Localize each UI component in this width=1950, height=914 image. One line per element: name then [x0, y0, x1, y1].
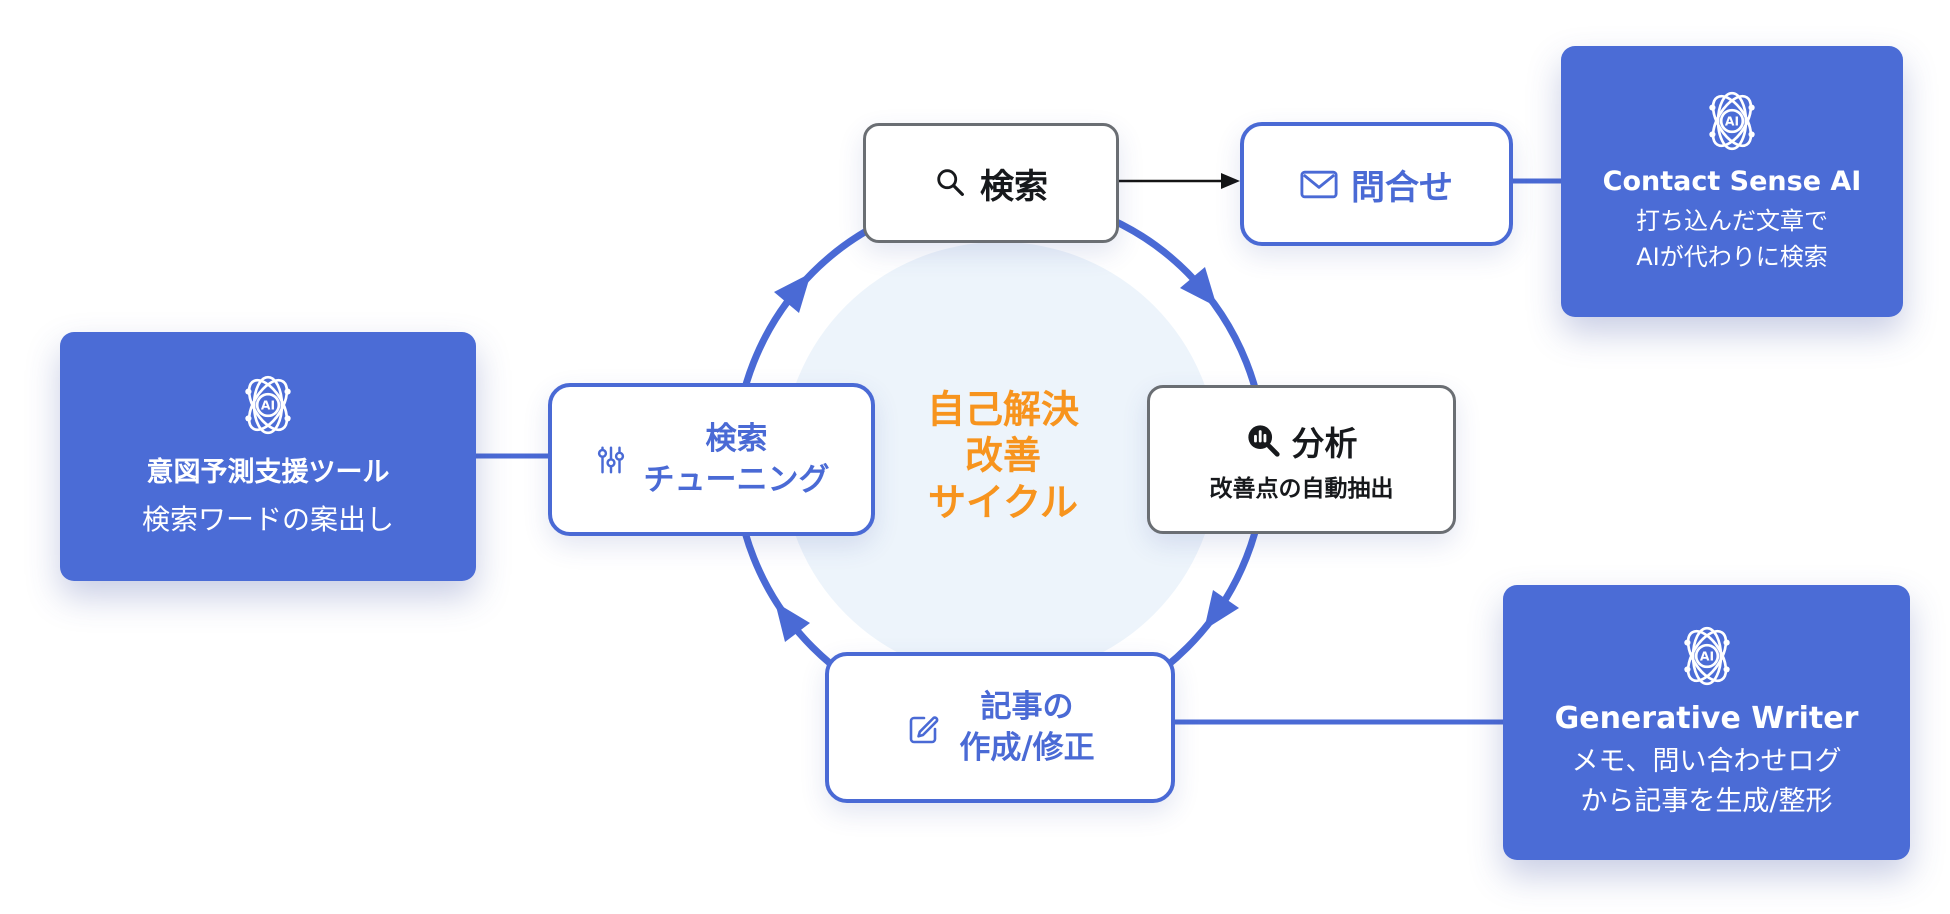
cycle-title-line: サイクル [927, 480, 1079, 525]
cycle-arrow-bottom-left-icon [775, 602, 810, 642]
contact-card-title: Contact Sense AI [1602, 166, 1862, 197]
search-icon [937, 169, 964, 196]
step-article-label-line: 作成/修正 [959, 729, 1095, 766]
step-search-label: 検索 [980, 166, 1048, 207]
edit-icon [910, 715, 939, 743]
step-inquiry-node: 問合せ [1240, 122, 1513, 246]
sliders-icon [597, 445, 624, 474]
cycle-title: 自己解決 改善 サイクル [927, 386, 1079, 525]
ai-atom-icon: AI [1683, 626, 1730, 685]
step-inquiry-label: 問合せ [1351, 167, 1453, 208]
cycle-inner-disc [782, 242, 1218, 678]
ai-badge-text: AI [261, 399, 275, 413]
cycle-title-line: 改善 [964, 433, 1042, 478]
step-tuning-node: 検索 チューニング [548, 383, 875, 536]
step-analysis-sublabel: 改善点の自動抽出 [1209, 475, 1394, 502]
generative-writer-card: AI Generative Writer メモ、問い合わせログ から記事を生成/… [1503, 585, 1910, 860]
cycle-arrow-top-left-icon [774, 273, 811, 313]
step-search-node: 検索 [863, 123, 1119, 243]
step-article-node: 記事の 作成/修正 [825, 652, 1175, 803]
contact-sense-ai-card: AI Contact Sense AI 打ち込んだ文章で AIが代わりに検索 [1561, 46, 1903, 317]
analytics-magnifier-icon [1247, 424, 1280, 457]
step-article-label-line: 記事の [980, 688, 1074, 725]
ai-atom-icon: AI [245, 375, 291, 435]
step-analysis-label: 分析 [1291, 423, 1358, 463]
ai-atom-icon: AI [1709, 91, 1755, 151]
ai-badge-text: AI [1699, 649, 1713, 663]
writer-card-title: Generative Writer [1554, 700, 1859, 736]
cycle-arrow-bottom-right-icon [1204, 590, 1239, 630]
step-tuning-label-line: 検索 [705, 420, 768, 457]
intent-card-title: 意図予測支援ツール [146, 457, 390, 488]
cycle-arrow-top-right-icon [1180, 267, 1217, 307]
contact-card-line: AIが代わりに検索 [1636, 243, 1828, 271]
step-analysis-node: 分析 改善点の自動抽出 [1147, 385, 1456, 534]
mail-icon [1300, 170, 1338, 198]
writer-card-line: メモ、問い合わせログ [1571, 745, 1842, 777]
step-tuning-label-line: チューニング [643, 461, 830, 498]
cycle-title-line: 自己解決 [926, 387, 1080, 432]
ai-badge-text: AI [1725, 115, 1739, 129]
intent-prediction-tool-card: AI 意図予測支援ツール 検索ワードの案出し [60, 332, 476, 581]
search-to-inquiry-arrow [1113, 173, 1240, 189]
writer-card-line: から記事を生成/整形 [1580, 786, 1833, 817]
intent-card-line: 検索ワードの案出し [141, 503, 394, 536]
contact-card-line: 打ち込んだ文章で [1636, 207, 1828, 235]
